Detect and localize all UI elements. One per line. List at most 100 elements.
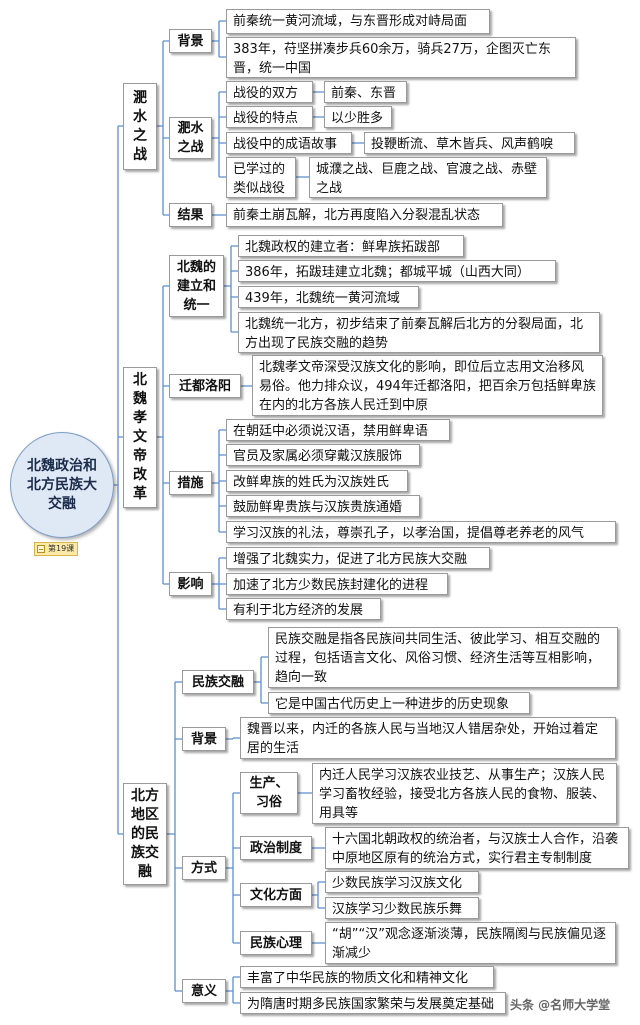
connector-line (226, 737, 240, 740)
node-label: 方式 (190, 860, 217, 876)
leaf-node[interactable]: 前秦统一黄河流域，与东晋形成对峙局面 (226, 9, 490, 34)
connector-line (212, 20, 226, 58)
connector-line (226, 792, 240, 944)
node-text: 北魏政权的建立者：鲜卑族拓跋部 (245, 240, 441, 255)
node-text: 战役的双方 (233, 86, 299, 101)
leaf-node[interactable]: 以少胜多 (324, 106, 392, 128)
subbranch-politics[interactable]: 政治制度 (240, 836, 312, 860)
leaf-node[interactable]: 城濮之战、巨鹿之战、官渡之战、赤壁之战 (309, 157, 547, 198)
node-label: 民族心理 (249, 935, 302, 951)
leaf-node[interactable]: 官员及家属必须穿戴汉族服饰 (226, 444, 420, 466)
node-label: 意义 (190, 983, 217, 999)
connector-line (254, 656, 268, 704)
leaf-node[interactable]: 十六国北朝政权的统治者，与汉族士人合作，沿袭中原地区原有的统治方式，实行君主专制… (325, 827, 629, 869)
leaf-node[interactable]: 北魏统一北方，初步结束了前秦瓦解后北方的分裂局面，北方出现了民族交融的趋势 (238, 312, 600, 353)
leaf-node[interactable]: 已学过的类似战役 (226, 157, 296, 198)
node-text: 官员及家属必须穿戴汉族服饰 (233, 449, 403, 464)
node-label: 迁都洛阳 (178, 378, 231, 394)
node-label: 文化方面 (249, 887, 302, 903)
leaf-node[interactable]: 战役的双方 (226, 81, 313, 103)
branch-label: 北方地区的民族交融 (131, 787, 159, 880)
node-text: 有利于北方经济的发展 (233, 603, 364, 618)
node-text: 少数民族学习汉族文化 (332, 876, 463, 891)
subbranch-feishui-battle[interactable]: 淝水之战 (169, 117, 212, 159)
root-title: 北魏政治和北方民族大交融 (27, 457, 97, 512)
leaf-node[interactable]: “胡”“汉”观念逐渐淡薄，民族隔阂与民族偏见逐渐减少 (325, 922, 616, 964)
leaf-node[interactable]: 魏晋以来，内迁的各族人民与当地汉人错居杂处，开始过着定居的生活 (240, 717, 616, 759)
leaf-node[interactable]: 内迁人民学习汉族农业技艺、从事生产；汉族人民学习畜牧经验，接受北方各族人民的食物… (312, 763, 617, 824)
node-label: 影响 (177, 576, 204, 592)
node-text: 加速了北方少数民族封建化的进程 (233, 578, 429, 593)
leaf-node[interactable]: 战役中的成语故事 (226, 132, 352, 154)
leaf-node[interactable]: 汉族学习少数民族乐舞 (325, 897, 479, 919)
lesson-tag: 第19课 (34, 542, 79, 556)
branch-label: 北魏孝文帝改革 (133, 372, 147, 502)
leaf-node[interactable]: 439年，北魏统一黄河流域 (238, 286, 419, 308)
node-text: 丰富了中华民族的物质文化和精神文化 (247, 971, 469, 986)
node-text: 为隋唐时期多民族国家繁荣与发展奠定基础 (247, 997, 495, 1012)
branch-northern-fusion[interactable]: 北方地区的民族交融 (123, 783, 167, 885)
leaf-node[interactable]: 386年，拓跋珪建立北魏；都城平城（山西大同） (238, 260, 556, 282)
leaf-node[interactable]: 鼓励鲜卑贵族与汉族贵族通婚 (226, 495, 420, 517)
subbranch-significance[interactable]: 意义 (182, 979, 226, 1003)
subbranch-background[interactable]: 背景 (169, 29, 212, 53)
node-text: 内迁人民学习汉族农业技艺、从事生产；汉族人民学习畜牧经验，接受北方各族人民的食物… (319, 768, 606, 821)
subbranch-ways[interactable]: 方式 (182, 856, 226, 880)
node-text: 城濮之战、巨鹿之战、官渡之战、赤壁之战 (316, 162, 538, 196)
root-topic[interactable]: 北魏政治和北方民族大交融 (10, 432, 114, 538)
leaf-node[interactable]: 383年，苻坚拼凑步兵60余万，骑兵27万，企图灭亡东晋，统一中国 (226, 37, 576, 78)
connector-line (157, 285, 169, 585)
subbranch-ethnic-fusion[interactable]: 民族交融 (182, 670, 254, 694)
leaf-node[interactable]: 北魏政权的建立者：鲜卑族拓跋部 (238, 235, 464, 257)
node-label: 民族交融 (191, 674, 244, 690)
connector-line (167, 681, 182, 992)
connector-line (157, 40, 169, 216)
node-text: 民族交融是指各民族间共同生活、彼此学习、相互交融的过程，包括语言文化、风俗习惯、… (275, 632, 601, 685)
node-label: 北魏的建立和统一 (176, 259, 216, 313)
node-label: 结果 (177, 207, 204, 223)
node-label: 措施 (177, 475, 204, 491)
subbranch-founding[interactable]: 北魏的建立和统一 (169, 255, 224, 317)
node-text: 在朝廷中必须说汉语，禁用鲜卑语 (233, 424, 429, 439)
node-text: “胡”“汉”观念逐渐淡薄，民族隔阂与民族偏见逐渐减少 (332, 927, 606, 961)
note-icon (37, 545, 45, 553)
node-text: 前秦、东晋 (331, 86, 397, 101)
leaf-node[interactable]: 北魏孝文帝深受汉族文化的影响，即位后立志用文治移风易俗。他力排众议，494年迁都… (252, 355, 603, 416)
leaf-node[interactable]: 丰富了中华民族的物质文化和精神文化 (240, 966, 494, 988)
leaf-node[interactable]: 增强了北魏实力，促进了北方民族大交融 (226, 547, 490, 569)
node-text: 战役的特点 (233, 111, 299, 126)
node-text: 鼓励鲜卑贵族与汉族贵族通婚 (233, 500, 403, 515)
leaf-node[interactable]: 少数民族学习汉族文化 (325, 871, 479, 893)
subbranch-production[interactable]: 生产、习俗 (240, 772, 298, 814)
node-label: 政治制度 (249, 840, 302, 856)
subbranch-result[interactable]: 结果 (169, 203, 212, 227)
lesson-tag-label: 第19课 (48, 544, 75, 553)
connector-line (312, 881, 325, 909)
leaf-node[interactable]: 民族交融是指各民族间共同生活、彼此学习、相互交融的过程，包括语言文化、风俗习惯、… (268, 627, 618, 688)
leaf-node[interactable]: 投鞭断流、草木皆兵、风声鹤唳 (364, 132, 575, 154)
branch-feishui-battle[interactable]: 淝水之战 (123, 83, 157, 170)
subbranch-impact[interactable]: 影响 (169, 572, 212, 596)
leaf-node[interactable]: 有利于北方经济的发展 (226, 598, 381, 620)
branch-xiaowen-reform[interactable]: 北魏孝文帝改革 (123, 367, 157, 508)
node-text: 汉族学习少数民族乐舞 (332, 902, 463, 917)
leaf-node[interactable]: 学习汉族的礼法，尊崇孔子，以孝治国，提倡尊老养老的风气 (226, 521, 616, 543)
subbranch-measures[interactable]: 措施 (169, 471, 212, 495)
subbranch-move-capital[interactable]: 迁都洛阳 (169, 374, 241, 398)
subbranch-culture[interactable]: 文化方面 (240, 883, 312, 907)
subbranch-background-2[interactable]: 背景 (182, 727, 226, 751)
leaf-node[interactable]: 前秦土崩瓦解，北方再度陷入分裂混乱状态 (226, 203, 503, 227)
leaf-node[interactable]: 前秦、东晋 (324, 81, 407, 103)
leaf-node[interactable]: 为隋唐时期多民族国家繁荣与发展奠定基础 (240, 992, 506, 1014)
leaf-node[interactable]: 在朝廷中必须说汉语，禁用鲜卑语 (226, 419, 450, 441)
leaf-node[interactable]: 加速了北方少数民族封建化的进程 (226, 573, 448, 595)
subbranch-psychology[interactable]: 民族心理 (240, 931, 312, 955)
node-text: 439年，北魏统一黄河流域 (245, 291, 400, 306)
leaf-node[interactable]: 它是中国古代历史上一种进步的历史现象 (268, 692, 530, 714)
connector-line (114, 125, 123, 835)
node-text: 前秦统一黄河流域，与东晋形成对峙局面 (233, 14, 468, 29)
leaf-node[interactable]: 改鲜卑族的姓氏为汉族姓氏 (226, 470, 408, 492)
watermark: 头条 @名师大学堂 (510, 998, 611, 1012)
leaf-node[interactable]: 战役的特点 (226, 106, 313, 128)
node-text: 增强了北魏实力，促进了北方民族大交融 (233, 552, 468, 567)
